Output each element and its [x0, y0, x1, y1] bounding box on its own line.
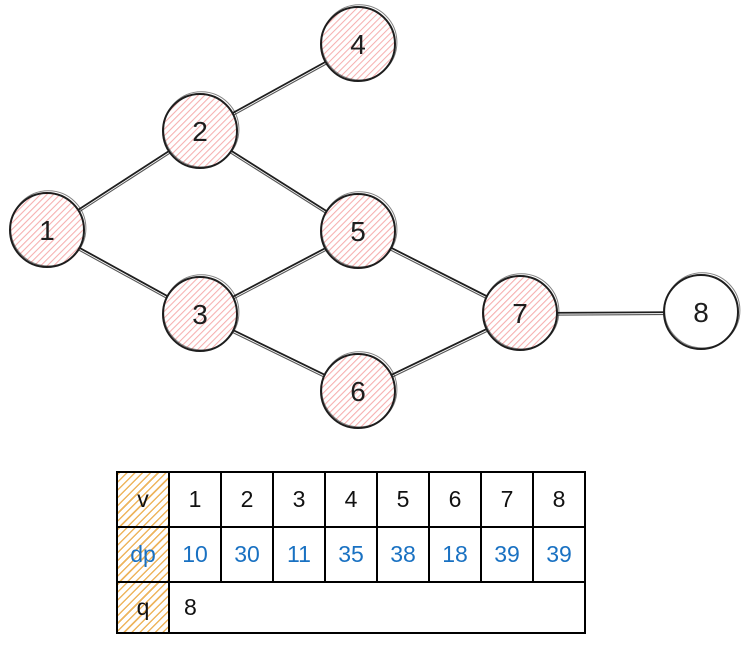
node-circle: [482, 275, 558, 351]
node-circle-sketch-outline: [163, 91, 240, 168]
v-cell-8: 8: [532, 471, 586, 528]
node-label-1: 1: [39, 215, 55, 246]
graph-node-7: 7: [482, 273, 560, 351]
graph-nodes: 1 2 3 4 5 6 7 8: [9, 4, 741, 429]
node-label-7: 7: [512, 298, 528, 329]
q-cell: 8: [168, 581, 586, 634]
dp-cell-5: 38: [376, 526, 430, 583]
v-cell-1: 1: [168, 471, 222, 528]
graph-node-2: 2: [162, 91, 240, 169]
node-label-5: 5: [350, 216, 366, 247]
v-cell-4: 4: [324, 471, 378, 528]
v-cell-3: 3: [272, 471, 326, 528]
node-circle-sketch-outline: [321, 191, 398, 268]
row-header-dp: dp: [116, 526, 170, 583]
table-row-v: v 1 2 3 4 5 6 7 8: [116, 471, 586, 528]
table-row-q: q 8: [116, 581, 586, 634]
node-label-8: 8: [693, 297, 709, 328]
node-circle-sketch-outline: [10, 190, 87, 267]
graph-node-3: 3: [162, 274, 240, 352]
node-circle-sketch-outline: [321, 4, 398, 81]
graph-node-5: 5: [320, 191, 398, 269]
node-label-6: 6: [350, 376, 366, 407]
graph-diagram: 1 2 3 4 5 6 7 8: [9, 4, 741, 429]
dp-cell-4: 35: [324, 526, 378, 583]
node-label-4: 4: [350, 29, 366, 60]
v-cell-5: 5: [376, 471, 430, 528]
node-label-2: 2: [192, 116, 208, 147]
node-circle-sketch-outline: [163, 274, 240, 351]
dp-cell-6: 18: [428, 526, 482, 583]
node-circle: [162, 276, 238, 352]
row-header-v: v: [116, 471, 170, 528]
node-circle: [320, 353, 396, 429]
node-circle: [320, 193, 396, 269]
graph-node-6: 6: [320, 351, 398, 429]
v-cell-7: 7: [480, 471, 534, 528]
node-circle: [320, 6, 396, 82]
row-header-q: q: [116, 581, 170, 634]
node-circle-sketch-outline: [321, 351, 398, 428]
table-row-dp: dp 10 30 11 35 38 18 39 39: [116, 526, 586, 583]
node-circle-sketch-outline: [664, 272, 741, 349]
dp-cell-1: 10: [168, 526, 222, 583]
node-circle-sketch-outline: [483, 273, 560, 350]
graph-node-8: 8: [663, 272, 741, 350]
dp-cell-2: 30: [220, 526, 274, 583]
node-circle: [9, 192, 85, 268]
dp-cell-3: 11: [272, 526, 326, 583]
graph-node-4: 4: [320, 4, 398, 82]
v-cell-2: 2: [220, 471, 274, 528]
graph-node-1: 1: [9, 190, 87, 268]
node-circle: [663, 274, 739, 350]
dp-cell-8: 39: [532, 526, 586, 583]
node-label-3: 3: [192, 299, 208, 330]
dp-cell-7: 39: [480, 526, 534, 583]
dp-table: v 1 2 3 4 5 6 7 8 dp 10 30 11 35 38 18 3…: [116, 471, 586, 634]
v-cell-6: 6: [428, 471, 482, 528]
node-circle: [162, 93, 238, 169]
